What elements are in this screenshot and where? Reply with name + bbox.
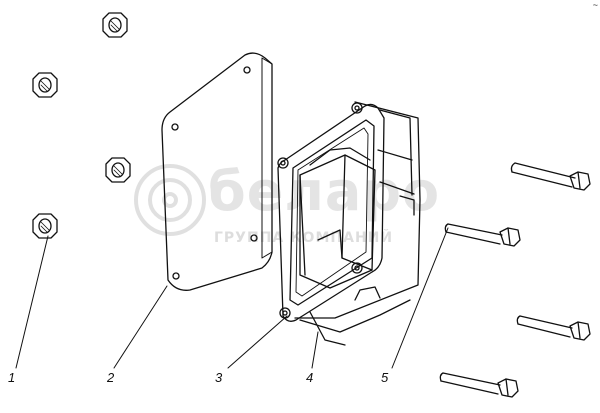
bolt-part-5 [439,162,591,398]
leader-line-5 [391,227,449,369]
cover-plate-part-2 [161,52,273,291]
callout-3: 3 [215,370,223,385]
callout-4: 4 [306,370,314,385]
leader-line-3 [227,315,288,369]
callout-5: 5 [381,370,389,385]
leader-line-4 [311,331,319,369]
leader-line-2 [113,285,168,369]
watermark-brand: беларо [208,160,441,223]
nut-part-1 [32,12,131,239]
leader-line-1 [15,235,49,369]
callout-2: 2 [107,370,115,385]
watermark-logo-icon [134,164,206,236]
corner-mark: ~ [592,0,598,10]
callout-1: 1 [8,370,16,385]
leader-lines [15,227,449,369]
gasket-frame-part-3 [277,102,385,322]
